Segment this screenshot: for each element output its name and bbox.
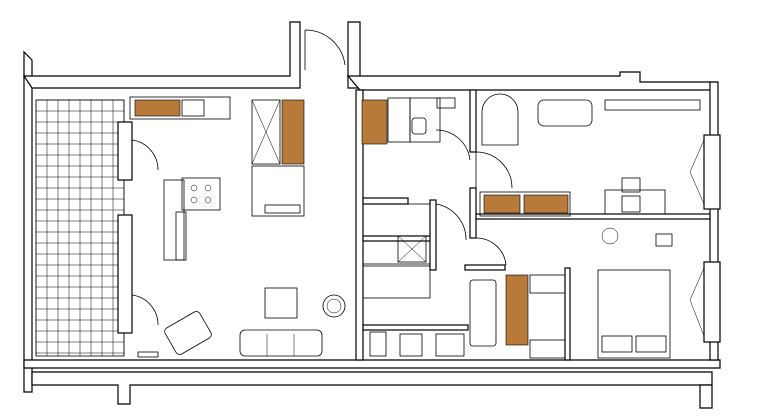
hall-wardrobe [479, 191, 571, 217]
balcony-windows [117, 121, 159, 334]
kitchen [129, 96, 305, 261]
balcony-tiles [35, 99, 125, 356]
double-bed [597, 269, 671, 359]
living-room-furniture [137, 287, 346, 358]
entrance-door [304, 29, 346, 70]
bathtub [469, 279, 497, 347]
interior-walls [355, 89, 711, 361]
sofa-small [537, 99, 593, 127]
right-windows [689, 134, 721, 343]
study-furniture [537, 99, 701, 247]
table [264, 287, 298, 319]
bedroom-furniture [505, 269, 671, 359]
armchair [164, 311, 212, 355]
bathroom-top [361, 93, 519, 146]
interior-doors [435, 129, 513, 266]
kitchen-island-hob [181, 177, 221, 211]
bathroom-bottom [362, 203, 497, 357]
sofa [239, 329, 323, 357]
